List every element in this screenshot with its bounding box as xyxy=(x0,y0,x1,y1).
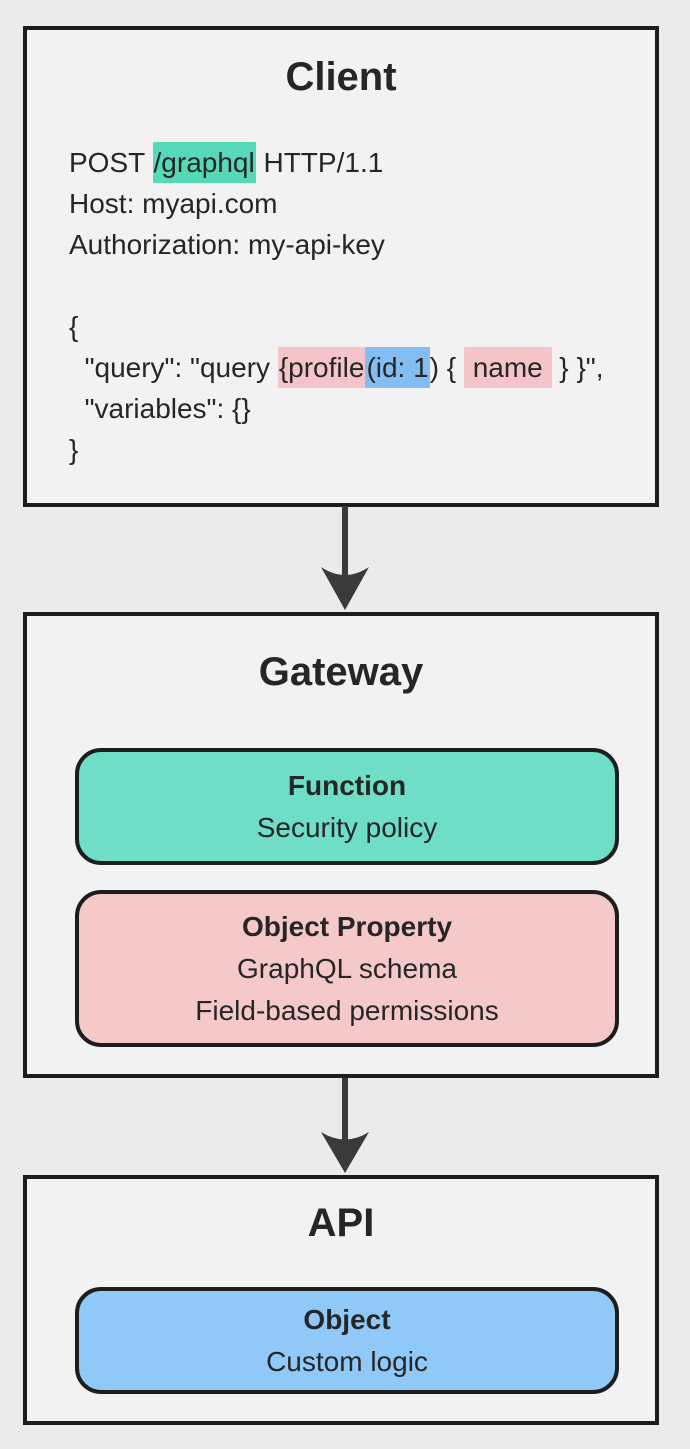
request-line: } xyxy=(69,429,639,470)
card-object-property: Object Property GraphQL schema Field-bas… xyxy=(75,890,619,1047)
highlight-pink: {profile xyxy=(277,347,366,388)
request-line: "variables": {} xyxy=(69,388,639,429)
client-title: Client xyxy=(285,55,397,99)
request-line: "query": "query {profile(id: 1) { name }… xyxy=(69,347,639,388)
gateway-node: Gateway Function Security policy Object … xyxy=(23,612,659,1078)
request-line: POST /graphql HTTP/1.1 xyxy=(69,142,639,183)
arrow-gateway-to-api xyxy=(321,1078,369,1173)
card-function-line: Security policy xyxy=(256,811,438,843)
highlight-teal: /graphql xyxy=(152,142,256,183)
card-object: Object Custom logic xyxy=(75,1287,619,1394)
request-text: "variables": {} xyxy=(69,393,251,424)
request-text: POST xyxy=(69,147,153,178)
request-text: "query": "query xyxy=(69,352,278,383)
card-object-property-heading: Object Property xyxy=(241,910,453,942)
arrow-head-icon xyxy=(321,1132,369,1173)
card-function: Function Security policy xyxy=(75,748,619,865)
card-object-property-line: Field-based permissions xyxy=(195,994,499,1026)
request-text: Authorization: my-api-key xyxy=(69,229,385,260)
card-object-line: Custom logic xyxy=(266,1345,428,1377)
request-line xyxy=(69,265,639,306)
request-text: HTTP/1.1 xyxy=(255,147,384,178)
card-function-heading: Function xyxy=(287,769,407,801)
request-line: Authorization: my-api-key xyxy=(69,224,639,265)
request-text: Host: myapi.com xyxy=(69,188,278,219)
api-title: API xyxy=(307,1201,375,1245)
request-text: ) { xyxy=(429,352,464,383)
request-text: { xyxy=(69,311,79,342)
highlight-blue: (id: 1 xyxy=(365,347,430,388)
arrow-client-to-gateway xyxy=(321,506,369,610)
request-line: { xyxy=(69,306,639,347)
request-text: } xyxy=(69,434,79,465)
gateway-title: Gateway xyxy=(258,650,424,694)
card-object-property-line: GraphQL schema xyxy=(237,952,457,984)
arrow-head-icon xyxy=(321,567,369,610)
request-text: } }", xyxy=(551,352,604,383)
card-object-heading: Object xyxy=(303,1303,391,1335)
request-line: Host: myapi.com xyxy=(69,183,639,224)
api-node: API Object Custom logic xyxy=(23,1175,659,1425)
highlight-pink: name xyxy=(463,347,552,388)
